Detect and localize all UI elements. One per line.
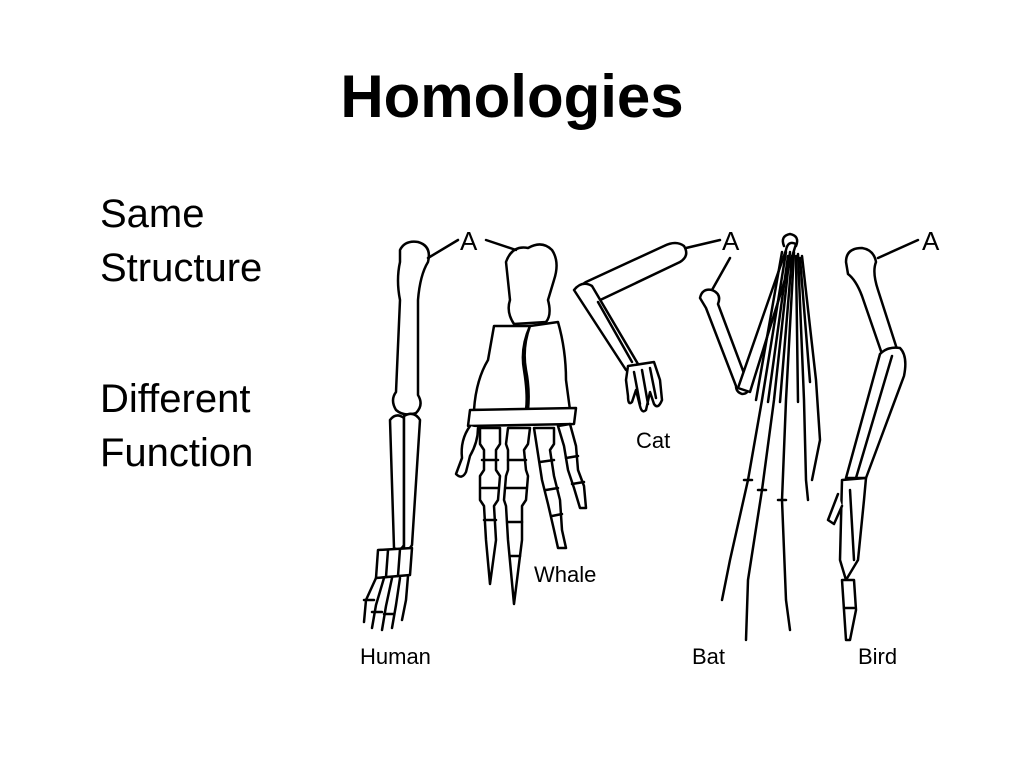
bat-wing-illustration [698, 232, 822, 642]
bone-label-a-cat: A [722, 226, 740, 256]
slide-title: Homologies [340, 63, 684, 130]
animal-label-cat: Cat [636, 428, 670, 453]
text-block-same-structure: Same Structure [100, 187, 262, 295]
human-ulna [402, 412, 422, 551]
bird-wing-illustration [826, 238, 920, 642]
human-wrist [374, 546, 414, 580]
bone-label-a-bird: A [922, 226, 940, 256]
text-line: Different [100, 377, 251, 421]
bat-thumb [781, 232, 799, 248]
animal-label-whale: Whale [534, 562, 596, 587]
bone-label-a-human: A [460, 226, 478, 256]
whale-ulna [523, 320, 572, 412]
whale-carpals [466, 406, 578, 428]
whale-radius [472, 324, 532, 412]
text-block-different-function: Different Function [100, 372, 253, 480]
text-line: Same [100, 192, 205, 236]
text-line: Function [100, 431, 254, 475]
animal-label-bird: Bird [858, 644, 897, 669]
bird-humerus [844, 246, 899, 358]
human-radius [388, 414, 406, 551]
human-arm-illustration [362, 238, 460, 632]
text-line: Structure [100, 246, 263, 290]
whale-flipper-illustration [454, 238, 588, 606]
human-humerus [391, 240, 431, 416]
animal-label-human: Human [360, 644, 431, 669]
animal-label-bat: Bat [692, 644, 725, 669]
cat-leg-illustration [572, 238, 722, 413]
whale-humerus [504, 243, 558, 326]
